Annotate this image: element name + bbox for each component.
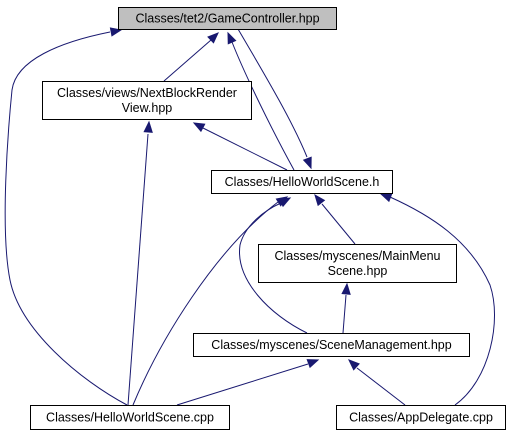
node-box[interactable] [193,333,470,357]
node-scene_management[interactable]: Classes/myscenes/SceneManagement.hpp [193,333,470,357]
arrowhead [143,120,153,133]
arrowhead [192,122,206,133]
edge-line [237,28,308,158]
edge-line [231,41,295,171]
edge-line [342,294,347,334]
edge-line [389,196,496,406]
arrowhead [348,359,360,371]
edge-next_block_render_view-to-game_controller [163,32,219,82]
edge-hello_world_scene_h-to-next_block_render_view [192,122,288,171]
node-label: View.hpp [122,101,173,115]
edge-line [132,201,279,406]
node-label: Classes/AppDelegate.cpp [349,411,493,425]
edge-app_delegate-to-scene_management [348,359,406,406]
arrowhead [207,32,219,44]
edge-line [176,363,309,406]
arrowhead [341,282,351,295]
node-box[interactable] [258,244,457,283]
edge-app_delegate-to-hello_world_scene_h [379,193,496,406]
node-box[interactable] [211,170,393,194]
node-box[interactable] [336,405,506,430]
edge-hello_world_scene_cpp-to-next_block_render_view [127,120,153,406]
edge-line [239,202,308,334]
edge-line [321,203,356,245]
node-box[interactable] [118,7,337,30]
edge-main_menu_scene-to-hello_world_scene_h [314,193,356,245]
edge-scene_management-to-main_menu_scene [341,282,351,334]
node-box[interactable] [30,405,230,430]
edge-hello_world_scene_h-to-game_controller [227,31,295,171]
edge-line [127,133,149,406]
node-label: Classes/myscenes/MainMenu [274,249,440,263]
arrowhead [379,193,393,203]
edge-hello_world_scene_cpp-to-hello_world_scene_h [132,196,289,406]
node-hello_world_scene_cpp[interactable]: Classes/HelloWorldScene.cpp [30,405,230,430]
node-label: Classes/views/NextBlockRender [57,86,237,100]
node-label: Classes/tet2/GameController.hpp [135,12,319,26]
edge-game_controller-to-hello_world_scene_h [237,28,312,170]
node-label: Scene.hpp [328,264,388,278]
arrowhead [306,359,320,369]
node-app_delegate[interactable]: Classes/AppDelegate.cpp [336,405,506,430]
nodes: Classes/tet2/GameController.hppClasses/v… [30,7,506,430]
arrowhead [302,156,312,170]
node-label: Classes/HelloWorldScene.cpp [46,411,214,425]
node-label: Classes/HelloWorldScene.h [225,175,380,189]
edge-line [163,39,212,82]
edge-line [356,367,406,406]
edge-line [202,127,288,171]
node-label: Classes/myscenes/SceneManagement.hpp [211,338,451,352]
node-hello_world_scene_h[interactable]: Classes/HelloWorldScene.h [211,170,393,194]
arrowhead [227,31,237,45]
edge-line [4,31,128,406]
arrowhead [275,196,289,207]
arrowhead [314,193,326,207]
node-box[interactable] [42,81,252,120]
edge-hello_world_scene_cpp-to-scene_management [176,359,320,406]
node-game_controller[interactable]: Classes/tet2/GameController.hpp [118,7,337,30]
